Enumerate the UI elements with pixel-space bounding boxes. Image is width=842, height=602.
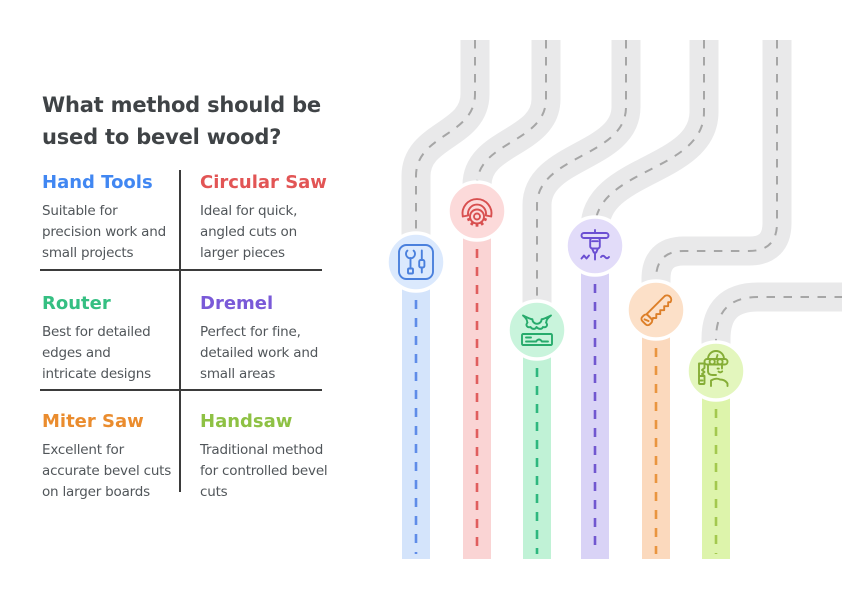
- method-name: Hand Tools: [42, 172, 153, 193]
- circle-dremel: [564, 215, 626, 277]
- road-dash: [715, 296, 842, 371]
- method-name: Dremel: [200, 293, 274, 314]
- circle-miter-saw: [625, 279, 687, 341]
- table-divider-horizontal-1: [40, 269, 322, 271]
- gray-road-dashes: [415, 40, 842, 371]
- circle-carpenter: [685, 340, 747, 402]
- method-name: Circular Saw: [200, 172, 327, 193]
- road-dash: [594, 40, 705, 246]
- circular-saw-icon: [461, 198, 493, 227]
- miter-saw-icon: [640, 294, 673, 327]
- road-dash: [536, 40, 627, 330]
- carpenter-icon: [698, 350, 729, 387]
- circle-hand-tools: [385, 231, 447, 293]
- table-divider-horizontal-2: [40, 389, 322, 391]
- method-name: Handsaw: [200, 411, 293, 432]
- road-dash: [415, 40, 476, 262]
- circle-circular-saw: [446, 180, 508, 242]
- method-name: Router: [42, 293, 111, 314]
- road-dash: [655, 40, 778, 310]
- dremel-icon: [580, 229, 610, 261]
- table-divider-vertical: [179, 170, 181, 492]
- method-cell-dremel: Dremel Perfect for fine,detailed work an…: [200, 293, 340, 385]
- hand-tools-icon: [398, 244, 434, 280]
- band-dashes: [414, 213, 718, 554]
- method-name: Miter Saw: [42, 411, 144, 432]
- circle-router: [506, 299, 568, 361]
- router-icon: [521, 314, 553, 346]
- milestone-circles: [385, 180, 747, 402]
- road-circular-saw: [462, 40, 561, 211]
- method-cell-circular-saw: Circular Saw Ideal for quick,angled cuts…: [200, 172, 340, 264]
